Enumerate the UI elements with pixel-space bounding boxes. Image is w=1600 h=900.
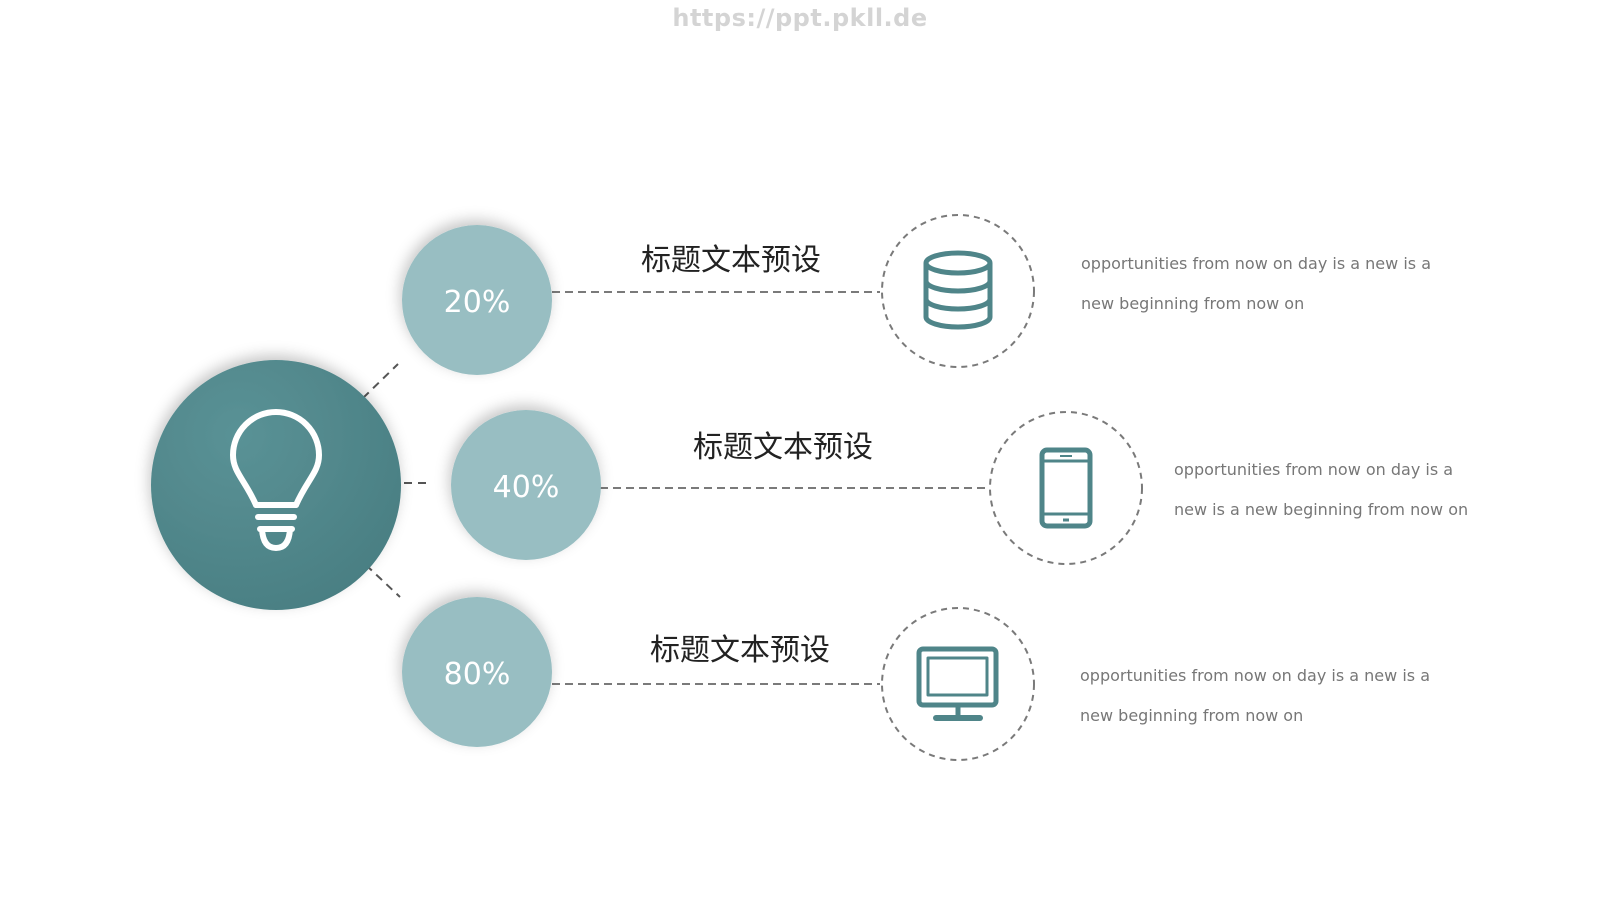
monitor-icon (916, 646, 999, 721)
icon-ring (881, 214, 1035, 368)
item-row-3: 80% 标题文本预设 opportunities from now on day… (402, 597, 1430, 761)
connector-top (362, 363, 399, 399)
item-description-line1: opportunities from now on day is a (1174, 460, 1453, 479)
connector-bottom (365, 564, 401, 598)
percent-label: 80% (444, 657, 511, 692)
smartphone-icon (1039, 447, 1093, 529)
item-description-line1: opportunities from now on day is a new i… (1080, 666, 1430, 685)
icon-ring (989, 411, 1143, 565)
item-description-line2: new beginning from now on (1080, 706, 1303, 725)
watermark: https://ppt.pkll.de (672, 4, 928, 32)
percent-label: 20% (444, 285, 511, 320)
item-description-line1: opportunities from now on day is a new i… (1081, 254, 1431, 273)
percent-circle (451, 410, 601, 560)
item-description-line2: new beginning from now on (1081, 294, 1304, 313)
item-title: 标题文本预设 (693, 430, 873, 465)
item-title: 标题文本预设 (641, 243, 821, 278)
central-connectors (362, 363, 426, 598)
percent-label: 40% (493, 470, 560, 505)
item-description-line2: new is a new beginning from now on (1174, 500, 1468, 519)
item-title: 标题文本预设 (650, 633, 830, 668)
lightbulb-icon (230, 409, 322, 551)
item-row-2: 40% 标题文本预设 opportunities from now on day… (451, 410, 1468, 565)
central-circle (151, 360, 401, 610)
percent-circle (402, 225, 552, 375)
icon-ring (881, 607, 1035, 761)
item-row-1: 20% 标题文本预设 opportunities from now on day… (402, 214, 1431, 375)
database-icon (923, 250, 993, 330)
central-node (151, 360, 401, 610)
percent-circle (402, 597, 552, 747)
